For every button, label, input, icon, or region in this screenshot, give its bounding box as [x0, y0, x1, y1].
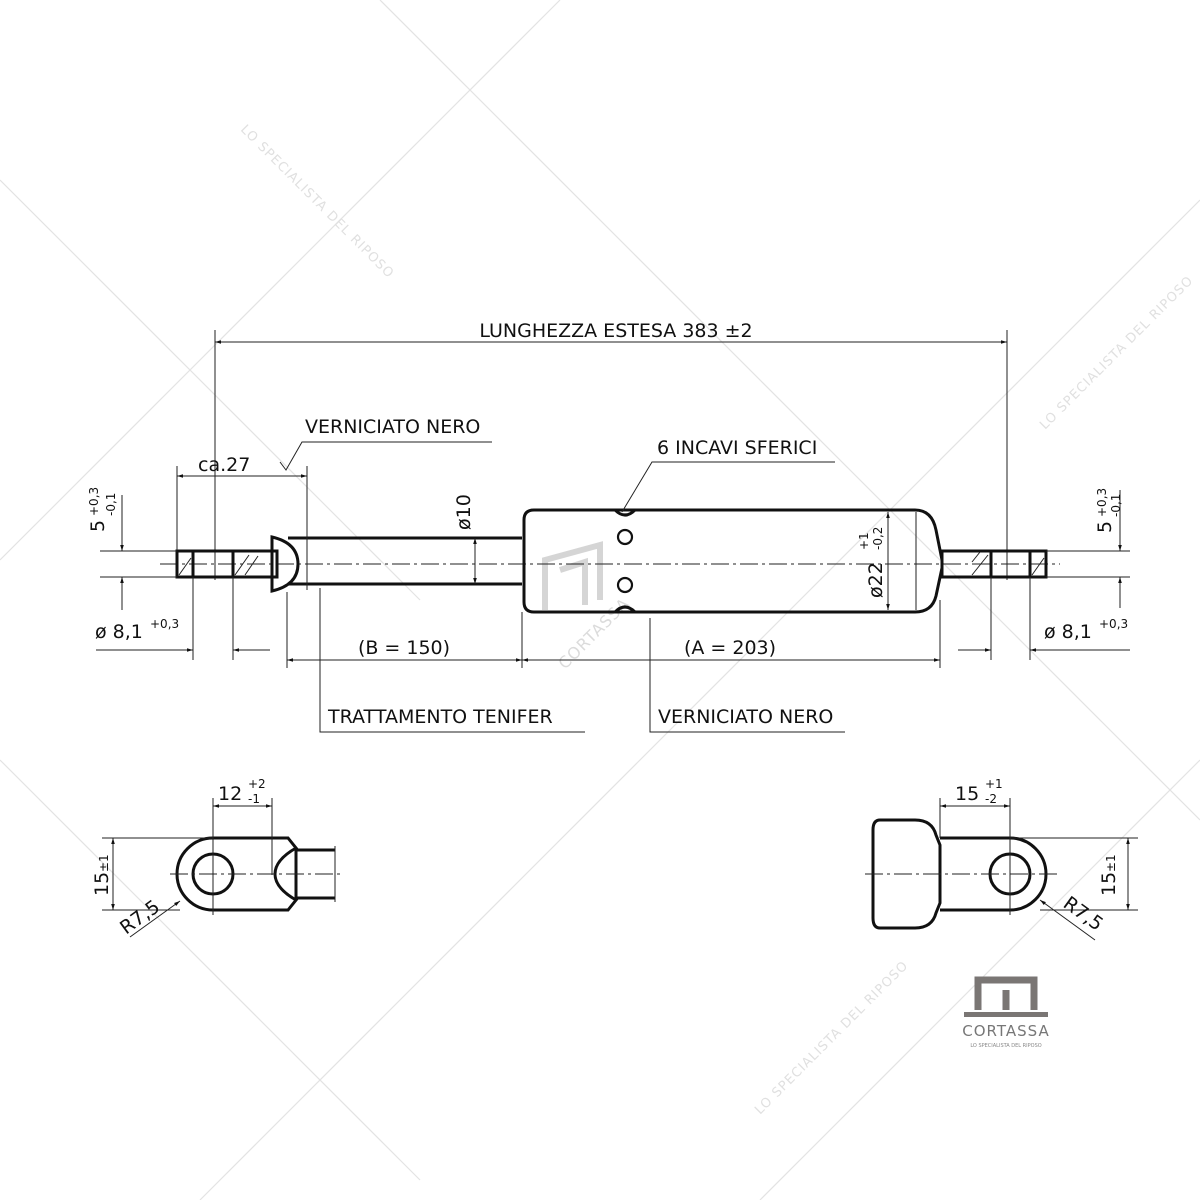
- rod-treatment-callout: TRATTAMENTO TENIFER: [319, 588, 585, 733]
- overall-length-label: LUNGHEZZA ESTESA 383 ±2: [479, 320, 752, 342]
- right-eye-detail: 15 +1 -2 15 ±1 R7,5: [865, 777, 1138, 941]
- grooves-label: 6 INCAVI SFERICI: [657, 437, 817, 459]
- detail-width-label: 15: [1098, 872, 1120, 896]
- eye-thickness-label: 5: [1094, 521, 1116, 533]
- overall-length-dimension: LUNGHEZZA ESTESA 383 ±2: [214, 320, 1008, 580]
- eye-length-label: ca.27: [198, 454, 250, 476]
- rod-diameter-dimension: ø10: [453, 494, 477, 584]
- groove: [616, 528, 634, 546]
- hole-diameter-tolerance: +0,3: [150, 617, 179, 631]
- body-diameter-label: ø22: [865, 562, 887, 598]
- rod-diameter-label: ø10: [453, 494, 475, 530]
- stroke-label: (B = 150): [358, 637, 450, 659]
- hole-diameter-label: ø 8,1: [95, 621, 143, 643]
- detail-length-tolerance-plus: +2: [248, 777, 266, 791]
- body-length-label: (A = 203): [684, 637, 776, 659]
- logo-tagline: LO SPECIALISTA DEL RIPOSO: [970, 1043, 1041, 1049]
- hole-diameter-dimension-right: ø 8,1 +0,3: [958, 577, 1130, 660]
- gas-spring-side-view: [175, 508, 1048, 614]
- hole-diameter-label: ø 8,1: [1044, 621, 1092, 643]
- watermark-text: LO SPECIALISTA DEL RIPOSO: [752, 958, 911, 1117]
- detail-width-label: 15: [91, 872, 113, 896]
- detail-radius-label: R7,5: [1059, 892, 1107, 935]
- cortassa-logo: CORTASSA LO SPECIALISTA DEL RIPOSO: [962, 976, 1049, 1049]
- eye-thickness-dimension-left: 5 +0,3 -0,1: [87, 487, 177, 610]
- detail-length-label: 12: [218, 783, 242, 805]
- eye-thickness-tolerance-plus: +0,3: [1095, 488, 1109, 517]
- body-paint-label: VERNICIATO NERO: [658, 706, 833, 728]
- detail-length-tolerance-minus: -2: [985, 792, 997, 806]
- eye-thickness-dimension-right: 5 +0,3 -0,1: [1046, 488, 1130, 608]
- detail-length-label: 15: [955, 783, 979, 805]
- body-diameter-dimension: ø22 +1 -0,2: [857, 512, 890, 610]
- body-diameter-tolerance-minus: -0,2: [871, 527, 885, 550]
- hole-diameter-tolerance: +0,3: [1099, 617, 1128, 631]
- rod-treatment-label: TRATTAMENTO TENIFER: [327, 706, 553, 728]
- hole-diameter-dimension-left: ø 8,1 +0,3: [95, 577, 270, 660]
- stroke-dimension: (B = 150) (A = 203): [286, 592, 941, 668]
- logo-brand: CORTASSA: [962, 1022, 1049, 1040]
- left-eye-detail: 12 +2 -1 15 ±1 R7,5: [91, 777, 340, 939]
- eye-thickness-tolerance-minus: -0,1: [1109, 494, 1123, 517]
- left-cap: [270, 535, 300, 593]
- detail-length-tolerance-minus: -1: [248, 792, 260, 806]
- cylinder-body: [522, 508, 944, 614]
- detail-radius-label: R7,5: [116, 896, 164, 939]
- detail-length-tolerance-plus: +1: [985, 777, 1003, 791]
- eye-thickness-label: 5: [87, 520, 109, 532]
- eye-thickness-tolerance-plus: +0,3: [87, 487, 101, 516]
- detail-width-tolerance: ±1: [97, 854, 111, 872]
- body-diameter-tolerance-plus: +1: [857, 532, 871, 550]
- left-eye: [175, 549, 279, 579]
- rod-paint-label: VERNICIATO NERO: [305, 416, 480, 438]
- grooves-callout: 6 INCAVI SFERICI: [621, 437, 835, 513]
- watermark-text: LO SPECIALISTA DEL RIPOSO: [1037, 273, 1196, 432]
- eye-thickness-tolerance-minus: -0,1: [104, 493, 118, 516]
- watermark-brand: CORTASSA: [554, 594, 633, 673]
- right-eye: [940, 549, 1048, 579]
- body-paint-callout: VERNICIATO NERO: [649, 618, 845, 733]
- groove: [616, 576, 634, 594]
- eye-length-dimension: ca.27 VERNICIATO NERO: [176, 416, 492, 590]
- watermark-text: LO SPECIALISTA DEL RIPOSO: [237, 122, 396, 281]
- detail-width-tolerance: ±1: [1104, 854, 1118, 872]
